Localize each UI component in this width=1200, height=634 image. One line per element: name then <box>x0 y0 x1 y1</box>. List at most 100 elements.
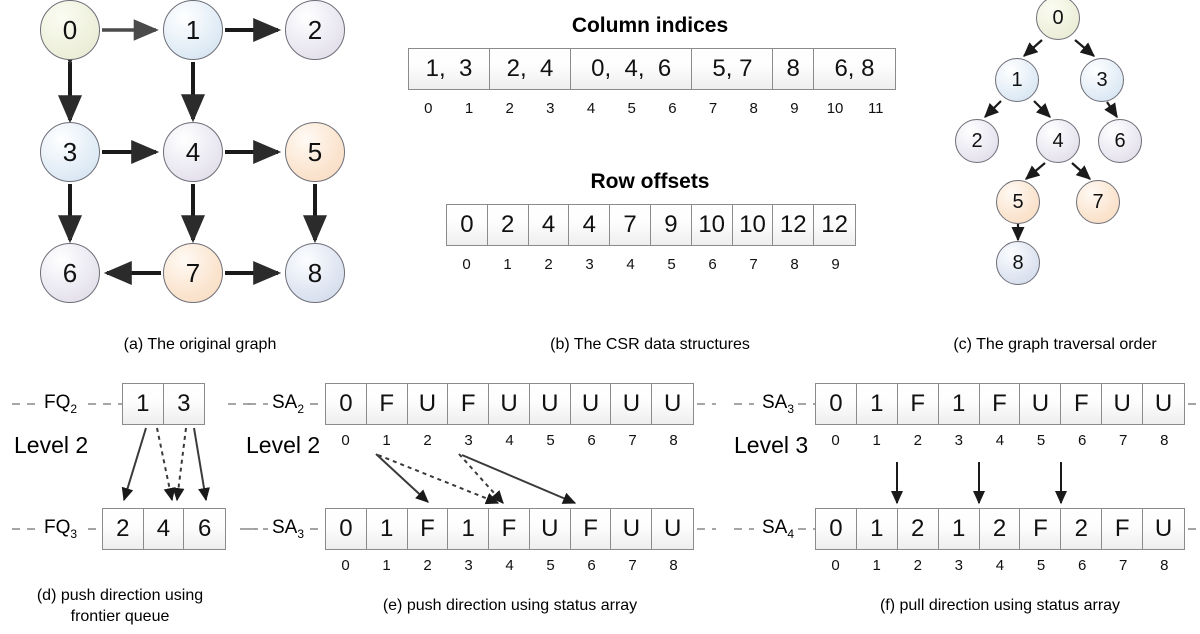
sa3-cell[interactable]: F <box>407 509 449 549</box>
row-offsets-cell[interactable]: 9 <box>650 205 692 245</box>
f-sa3-cell[interactable]: 1 <box>856 384 898 424</box>
fq3-label-sub: 3 <box>70 526 78 541</box>
index-label: 7 <box>1119 557 1128 574</box>
index-label: 3 <box>954 557 963 574</box>
sa2-cell[interactable]: 0 <box>326 384 367 424</box>
graph-node-1[interactable]: 1 <box>163 0 223 60</box>
sa2-cell[interactable]: U <box>407 384 449 424</box>
row-offsets-cell[interactable]: 4 <box>569 205 611 245</box>
d-arrow-3-to-4 <box>172 427 187 502</box>
panel-f-level-label: Level 3 <box>734 432 809 458</box>
f-sa3-cell[interactable]: F <box>1061 384 1103 424</box>
row-offsets-cell[interactable]: 12 <box>773 205 815 245</box>
sa3-cell[interactable]: F <box>570 509 612 549</box>
sa2-cell[interactable]: F <box>366 384 408 424</box>
column-indices-cell[interactable]: 2, 4 <box>489 49 571 89</box>
tree-node-0[interactable]: 0 <box>1036 0 1080 40</box>
index-label: 3 <box>464 432 473 449</box>
f-sa3-cell[interactable]: U <box>1020 384 1062 424</box>
sa3-cell[interactable]: 1 <box>448 509 490 549</box>
column-indices-cell[interactable]: 6, 8 <box>813 49 895 89</box>
index-label: 5 <box>1036 557 1046 574</box>
index-label: 7 <box>628 557 637 574</box>
f-sa4-cell[interactable]: 1 <box>856 509 898 549</box>
f-sa4-cell[interactable]: 2 <box>1061 509 1103 549</box>
tree-node-2[interactable]: 2 <box>955 119 999 163</box>
fq3-cell[interactable]: 2 <box>103 509 144 549</box>
row-offsets-cell[interactable]: 10 <box>691 205 733 245</box>
sa2-cell[interactable]: U <box>529 384 571 424</box>
f-sa3-cell[interactable]: U <box>1102 384 1144 424</box>
sa3-cell[interactable]: U <box>611 509 653 549</box>
tree-node-1[interactable]: 1 <box>995 58 1039 102</box>
panel-f-sa3-index-row: 0 1 2 3 4 5 6 7 8 <box>815 432 1185 449</box>
index-label: 2 <box>505 100 514 117</box>
sa2-cell[interactable]: U <box>489 384 530 424</box>
index-label: 0 <box>831 432 840 449</box>
graph-node-8[interactable]: 8 <box>285 243 345 303</box>
row-offsets-cell[interactable]: 4 <box>528 205 570 245</box>
index-label: 3 <box>954 432 963 449</box>
index-label: 7 <box>749 256 758 273</box>
graph-node-5[interactable]: 5 <box>285 122 345 182</box>
tree-node-8[interactable]: 8 <box>996 241 1040 285</box>
sa2-cell[interactable]: U <box>611 384 653 424</box>
sa2-cell[interactable]: F <box>448 384 490 424</box>
graph-node-7[interactable]: 7 <box>163 243 223 303</box>
sa3-cell[interactable]: U <box>529 509 571 549</box>
f-sa3-label-text: SA <box>762 392 788 413</box>
panel-f-sa4-index-row: 0 1 2 3 4 5 6 7 8 <box>815 557 1185 574</box>
sa3-cell[interactable]: F <box>489 509 530 549</box>
row-offsets-index-row: 0 1 2 3 4 5 6 7 8 9 <box>446 256 856 273</box>
graph-node-4[interactable]: 4 <box>163 122 223 182</box>
fq2-cell[interactable]: 3 <box>163 384 204 424</box>
column-indices-cell[interactable]: 8 <box>773 49 814 89</box>
row-offsets-cell[interactable]: 7 <box>610 205 651 245</box>
fq3-cell[interactable]: 4 <box>143 509 185 549</box>
f-sa3-cell[interactable]: U <box>1143 384 1185 424</box>
f-sa4-cell[interactable]: 2 <box>897 509 939 549</box>
column-indices-cell[interactable]: 1, 3 <box>409 49 490 89</box>
sa2-cell[interactable]: U <box>570 384 612 424</box>
row-offsets-cell[interactable]: 12 <box>814 205 855 245</box>
f-sa4-cell[interactable]: F <box>1102 509 1144 549</box>
graph-node-3[interactable]: 3 <box>40 122 100 182</box>
graph-node-2[interactable]: 2 <box>285 0 345 60</box>
caption-d-line1: (d) push direction using <box>36 587 204 604</box>
row-offsets-cell[interactable]: 2 <box>487 205 529 245</box>
panel-f-sa4-array: 0 1 2 1 2 F 2 F U <box>815 508 1185 550</box>
f-sa3-cell[interactable]: 1 <box>938 384 980 424</box>
sa2-cell[interactable]: U <box>652 384 694 424</box>
sa3-cell[interactable]: 0 <box>326 509 367 549</box>
panel-d-mapping-arrows <box>121 427 210 502</box>
index-label: 6 <box>1077 432 1087 449</box>
graph-node-6[interactable]: 6 <box>40 243 100 303</box>
f-sa4-cell[interactable]: 1 <box>938 509 980 549</box>
column-indices-cell[interactable]: 5, 7 <box>692 49 774 89</box>
sa3-cell[interactable]: 1 <box>366 509 408 549</box>
tree-node-6[interactable]: 6 <box>1098 119 1142 163</box>
fq2-cell[interactable]: 1 <box>123 384 164 424</box>
tree-edge-0-3 <box>1074 39 1096 57</box>
tree-node-5[interactable]: 5 <box>996 180 1040 224</box>
sa3-cell[interactable]: U <box>652 509 694 549</box>
row-offsets-cell[interactable]: 0 <box>447 205 488 245</box>
tree-node-4[interactable]: 4 <box>1036 119 1080 163</box>
panel-e-sa3-index-row: 0 1 2 3 4 5 6 7 8 <box>325 557 694 574</box>
f-sa4-cell[interactable]: U <box>1143 509 1185 549</box>
tree-node-3[interactable]: 3 <box>1080 58 1124 102</box>
graph-node-0[interactable]: 0 <box>40 0 100 60</box>
tree-node-7[interactable]: 7 <box>1076 180 1120 224</box>
row-offsets-cell[interactable]: 10 <box>732 205 774 245</box>
f-sa3-cell[interactable]: F <box>979 384 1021 424</box>
index-label: 10 <box>826 100 844 117</box>
f-sa3-cell[interactable]: F <box>897 384 939 424</box>
f-sa4-cell[interactable]: 2 <box>979 509 1021 549</box>
fq3-cell[interactable]: 6 <box>184 509 225 549</box>
column-indices-cell[interactable]: 0, 4, 6 <box>570 49 693 89</box>
f-sa4-cell[interactable]: 0 <box>816 509 857 549</box>
index-label: 0 <box>462 256 471 273</box>
f-sa4-cell[interactable]: F <box>1020 509 1062 549</box>
f-sa3-cell[interactable]: 0 <box>816 384 857 424</box>
index-label: 5 <box>627 100 636 117</box>
